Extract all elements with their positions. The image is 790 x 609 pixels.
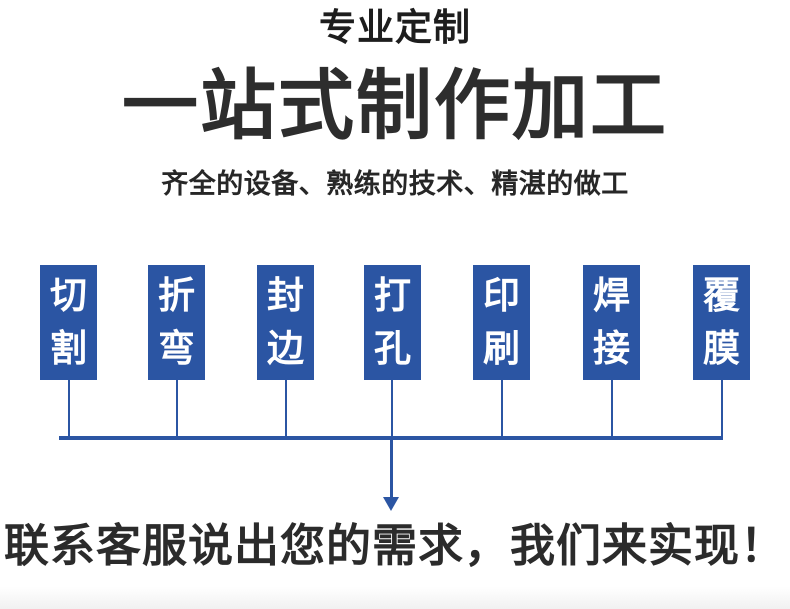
process-step-char-2: 刷 bbox=[483, 327, 520, 370]
process-step-char-2: 接 bbox=[593, 327, 630, 370]
arrow-stem bbox=[390, 438, 393, 500]
eyebrow-heading: 专业定制 bbox=[319, 6, 471, 49]
process-step-char-1: 折 bbox=[158, 274, 195, 317]
process-step-printing[interactable]: 印 刷 bbox=[473, 265, 530, 380]
process-step-edge-banding[interactable]: 封 边 bbox=[257, 265, 314, 380]
connector-line-bending bbox=[176, 380, 178, 438]
process-step-cutting[interactable]: 切 割 bbox=[40, 265, 97, 380]
process-step-char-2: 孔 bbox=[374, 327, 411, 370]
main-headline: 一站式制作加工 bbox=[122, 61, 668, 150]
connector-line-laminating bbox=[721, 380, 723, 438]
process-step-char-2: 膜 bbox=[703, 327, 740, 370]
connector-line-edge-banding bbox=[285, 380, 287, 438]
connector-line-drilling bbox=[391, 380, 393, 438]
process-step-laminating[interactable]: 覆 膜 bbox=[693, 265, 750, 380]
process-step-char-1: 印 bbox=[483, 274, 520, 317]
process-step-char-1: 打 bbox=[374, 274, 411, 317]
process-step-char-2: 边 bbox=[267, 327, 304, 370]
connector-line-printing bbox=[501, 380, 503, 438]
bottom-fade-divider bbox=[0, 587, 790, 609]
process-step-char-1: 封 bbox=[267, 274, 304, 317]
arrow-down-icon bbox=[383, 497, 399, 511]
process-step-bending[interactable]: 折 弯 bbox=[148, 265, 205, 380]
connector-line-cutting bbox=[68, 380, 70, 438]
sub-headline: 齐全的设备、熟练的技术、精湛的做工 bbox=[161, 169, 629, 200]
footer-slogan: 联系客服说出您的需求，我们来实现！ bbox=[3, 519, 786, 572]
process-step-char-2: 弯 bbox=[158, 327, 195, 370]
connector-line-welding bbox=[611, 380, 613, 438]
process-step-char-1: 切 bbox=[50, 274, 87, 317]
process-step-drilling[interactable]: 打 孔 bbox=[364, 265, 421, 380]
process-step-char-1: 焊 bbox=[593, 274, 630, 317]
process-step-char-1: 覆 bbox=[703, 274, 740, 317]
process-step-char-2: 割 bbox=[50, 327, 87, 370]
process-step-welding[interactable]: 焊 接 bbox=[583, 265, 640, 380]
